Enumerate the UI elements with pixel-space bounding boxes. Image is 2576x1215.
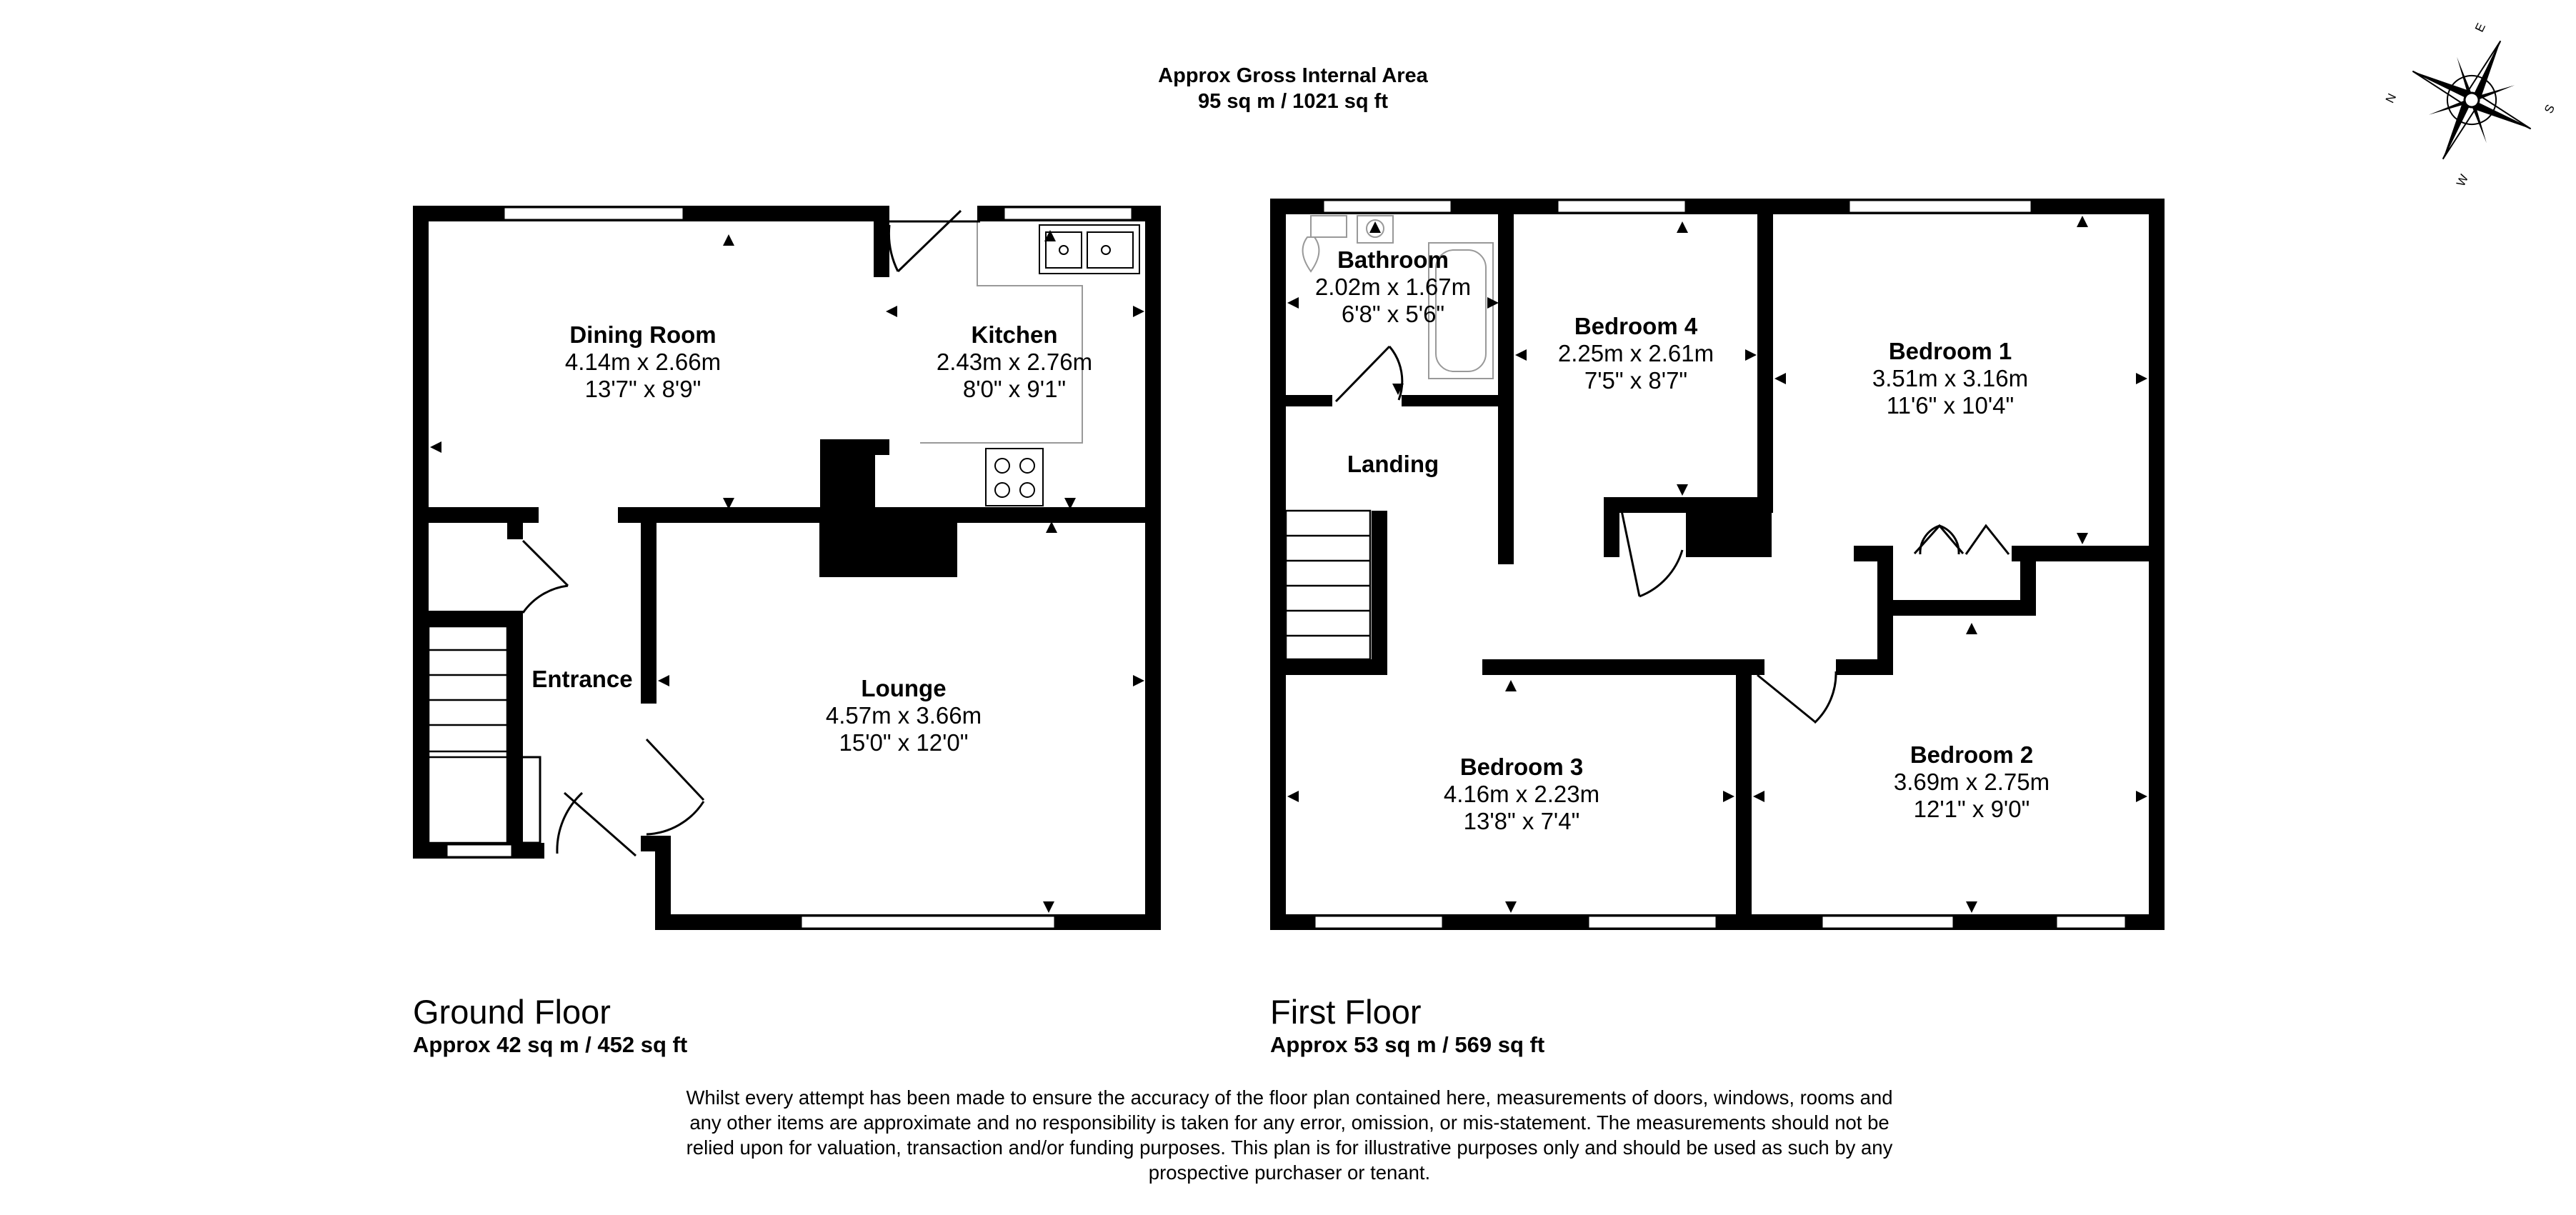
bedroom4-name: Bedroom 4: [1574, 313, 1698, 339]
first-floor-dimension-arrows: [1287, 216, 2147, 913]
disclaimer: Whilst every attempt has been made to en…: [629, 1085, 1950, 1185]
kitchen-label: Kitchen 2.43m x 2.76m 8'0" x 9'1": [907, 321, 1122, 403]
first-floor-walls: [1270, 199, 2165, 930]
kitchen-counter: [920, 221, 1140, 506]
compass-n-label: N: [2383, 91, 2399, 105]
first-floor-stairs: [1284, 509, 1372, 661]
kitchen-metric: 2.43m x 2.76m: [936, 349, 1093, 375]
header-total-area: 95 sq m / 1021 sq ft: [1198, 90, 1388, 113]
ground-floor-plan: [413, 206, 1161, 930]
ground-floor-dimension-arrows: [430, 230, 1144, 913]
lounge-label: Lounge 4.57m x 3.66m 15'0" x 12'0": [775, 675, 1032, 756]
landing-label: Landing: [1322, 451, 1464, 478]
dining-room-metric: 4.14m x 2.66m: [564, 349, 722, 375]
bedroom1-name: Bedroom 1: [1888, 338, 2012, 364]
bedroom4-metric: 2.25m x 2.61m: [1557, 340, 1714, 366]
dining-room-label: Dining Room 4.14m x 2.66m 13'7" x 8'9": [514, 321, 772, 403]
first-floor-title: First Floor: [1270, 993, 1422, 1031]
disclaimer-line-2: any other items are approximate and no r…: [689, 1111, 1889, 1134]
header-title: Approx Gross Internal Area: [1158, 64, 1428, 87]
first-floor-caption: First Floor Approx 53 sq m / 569 sq ft: [1270, 993, 1544, 1059]
first-floor-windows: [1313, 199, 2127, 930]
ground-floor-stairs: [427, 625, 541, 844]
bedroom3-metric: 4.16m x 2.23m: [1443, 781, 1600, 807]
ground-floor-title: Ground Floor: [413, 993, 611, 1031]
first-floor-plan: [1270, 199, 2165, 930]
first-floor-area: Approx 53 sq m / 569 sq ft: [1270, 1032, 1545, 1057]
header-area: Approx Gross Internal Area 95 sq m / 102…: [986, 63, 1600, 114]
kitchen-imperial: 8'0" x 9'1": [962, 376, 1067, 402]
bathroom-fixtures: [1302, 215, 1494, 379]
bedroom4-imperial: 7'5" x 8'7": [1584, 367, 1688, 394]
compass-rose: [2412, 40, 2532, 160]
first-floor-doors: [1334, 345, 2010, 724]
lounge-name: Lounge: [861, 675, 947, 701]
bedroom3-label: Bedroom 3 4.16m x 2.23m 13'8" x 7'4": [1414, 754, 1629, 835]
bedroom3-name: Bedroom 3: [1459, 754, 1584, 780]
entrance-name: Entrance: [531, 666, 633, 692]
bedroom3-imperial: 13'8" x 7'4": [1463, 808, 1580, 834]
compass-w-label: W: [2454, 172, 2471, 189]
disclaimer-line-4: prospective purchaser or tenant.: [1148, 1161, 1431, 1184]
bedroom2-metric: 3.69m x 2.75m: [1893, 769, 2050, 795]
bedroom1-label: Bedroom 1 3.51m x 3.16m 11'6" x 10'4": [1843, 338, 2057, 419]
lounge-imperial: 15'0" x 12'0": [839, 729, 969, 756]
kitchen-name: Kitchen: [971, 321, 1058, 348]
lounge-metric: 4.57m x 3.66m: [825, 702, 982, 729]
compass-e-label: E: [2472, 21, 2488, 34]
ground-floor-area: Approx 42 sq m / 452 sq ft: [413, 1032, 688, 1057]
bedroom2-label: Bedroom 2 3.69m x 2.75m 12'1" x 9'0": [1864, 741, 2079, 823]
compass-s-label: S: [2542, 102, 2557, 116]
bedroom1-imperial: 11'6" x 10'4": [1886, 392, 2015, 419]
bathroom-name: Bathroom: [1337, 246, 1449, 273]
bedroom1-metric: 3.51m x 3.16m: [1872, 365, 2029, 391]
bedroom2-imperial: 12'1" x 9'0": [1913, 796, 2030, 822]
dining-room-imperial: 13'7" x 8'9": [584, 376, 702, 402]
bathroom-label: Bathroom 2.02m x 1.67m 6'8" x 5'6": [1293, 246, 1493, 328]
bedroom4-label: Bedroom 4 2.25m x 2.61m 7'5" x 8'7": [1529, 313, 1743, 394]
ground-floor-caption: Ground Floor Approx 42 sq m / 452 sq ft: [413, 993, 687, 1059]
dining-room-name: Dining Room: [569, 321, 717, 348]
disclaimer-line-1: Whilst every attempt has been made to en…: [686, 1086, 1893, 1109]
bathroom-metric: 2.02m x 1.67m: [1314, 274, 1472, 300]
entrance-label: Entrance: [525, 666, 639, 693]
ground-floor-windows: [445, 206, 1134, 930]
ground-floor-doors: [521, 209, 980, 857]
landing-name: Landing: [1347, 451, 1439, 477]
bedroom2-name: Bedroom 2: [1909, 741, 2034, 768]
ground-floor-walls: [413, 206, 1161, 930]
disclaimer-line-3: relied upon for valuation, transaction a…: [686, 1136, 1893, 1159]
bathroom-imperial: 6'8" x 5'6": [1341, 301, 1445, 327]
